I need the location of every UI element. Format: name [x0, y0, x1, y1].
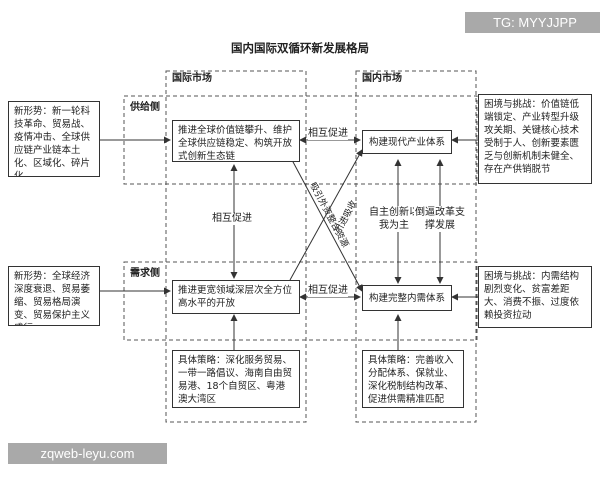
domestic-market-header: 国内市场	[362, 73, 402, 85]
supply-new-situation-box: 新形势：新一轮科技革命、贸易战、疫情冲击、全球供应链产业链本土化、区域化、碎片化	[8, 101, 100, 177]
independent-innovation-label: 自主创新以我为主	[368, 206, 420, 232]
domestic-supply-node: 构建现代产业体系	[362, 130, 452, 154]
demand-challenges-box: 困境与挑战：内需结构剧烈变化、贫富差距大、消费不振、过度依赖投资拉动	[478, 266, 592, 328]
international-demand-node: 推进更宽领域深层次全方位高水平的开放	[172, 280, 300, 314]
international-strategy-box: 具体策略：深化服务贸易、一带一路倡议、海南自由贸易港、18个自贸区、粤港澳大湾区	[172, 350, 300, 408]
mutual-promotion-label-top: 相互促进	[308, 128, 348, 140]
international-supply-node: 推进全球价值链攀升、维护全球供应链稳定、构筑开放式创新生态链	[172, 120, 300, 162]
mutual-promotion-label-vertical: 相互促进	[212, 213, 252, 225]
demand-side-label: 需求侧	[128, 264, 162, 279]
diagram-title: 国内国际双循环新发展格局	[231, 41, 369, 55]
domestic-demand-node: 构建完整内需体系	[362, 285, 452, 311]
watermark-bottom: zqweb-leyu.com	[8, 443, 167, 464]
domestic-market-region	[355, 70, 477, 423]
force-reform-label: 倒逼改革支撑发展	[414, 206, 466, 232]
supply-challenges-box: 困境与挑战：价值链低端锁定、产业转型升级攻关期、关键核心技术受制于人、创新要素匮…	[478, 94, 592, 184]
domestic-strategy-box: 具体策略：完善收入分配体系、保就业、深化税制结构改革、促进供需精准匹配	[362, 350, 464, 408]
international-market-region	[165, 70, 307, 423]
watermark-top: TG: MYYJJPP	[465, 12, 600, 33]
demand-new-situation-box: 新形势：全球经济深度衰退、贸易萎缩、贸易格局演变、贸易保护主义盛行	[8, 266, 100, 326]
supply-side-band	[123, 95, 478, 185]
mutual-promotion-label-bottom: 相互促进	[308, 285, 348, 297]
supply-side-label: 供给侧	[128, 98, 162, 113]
international-market-header: 国际市场	[172, 73, 212, 85]
